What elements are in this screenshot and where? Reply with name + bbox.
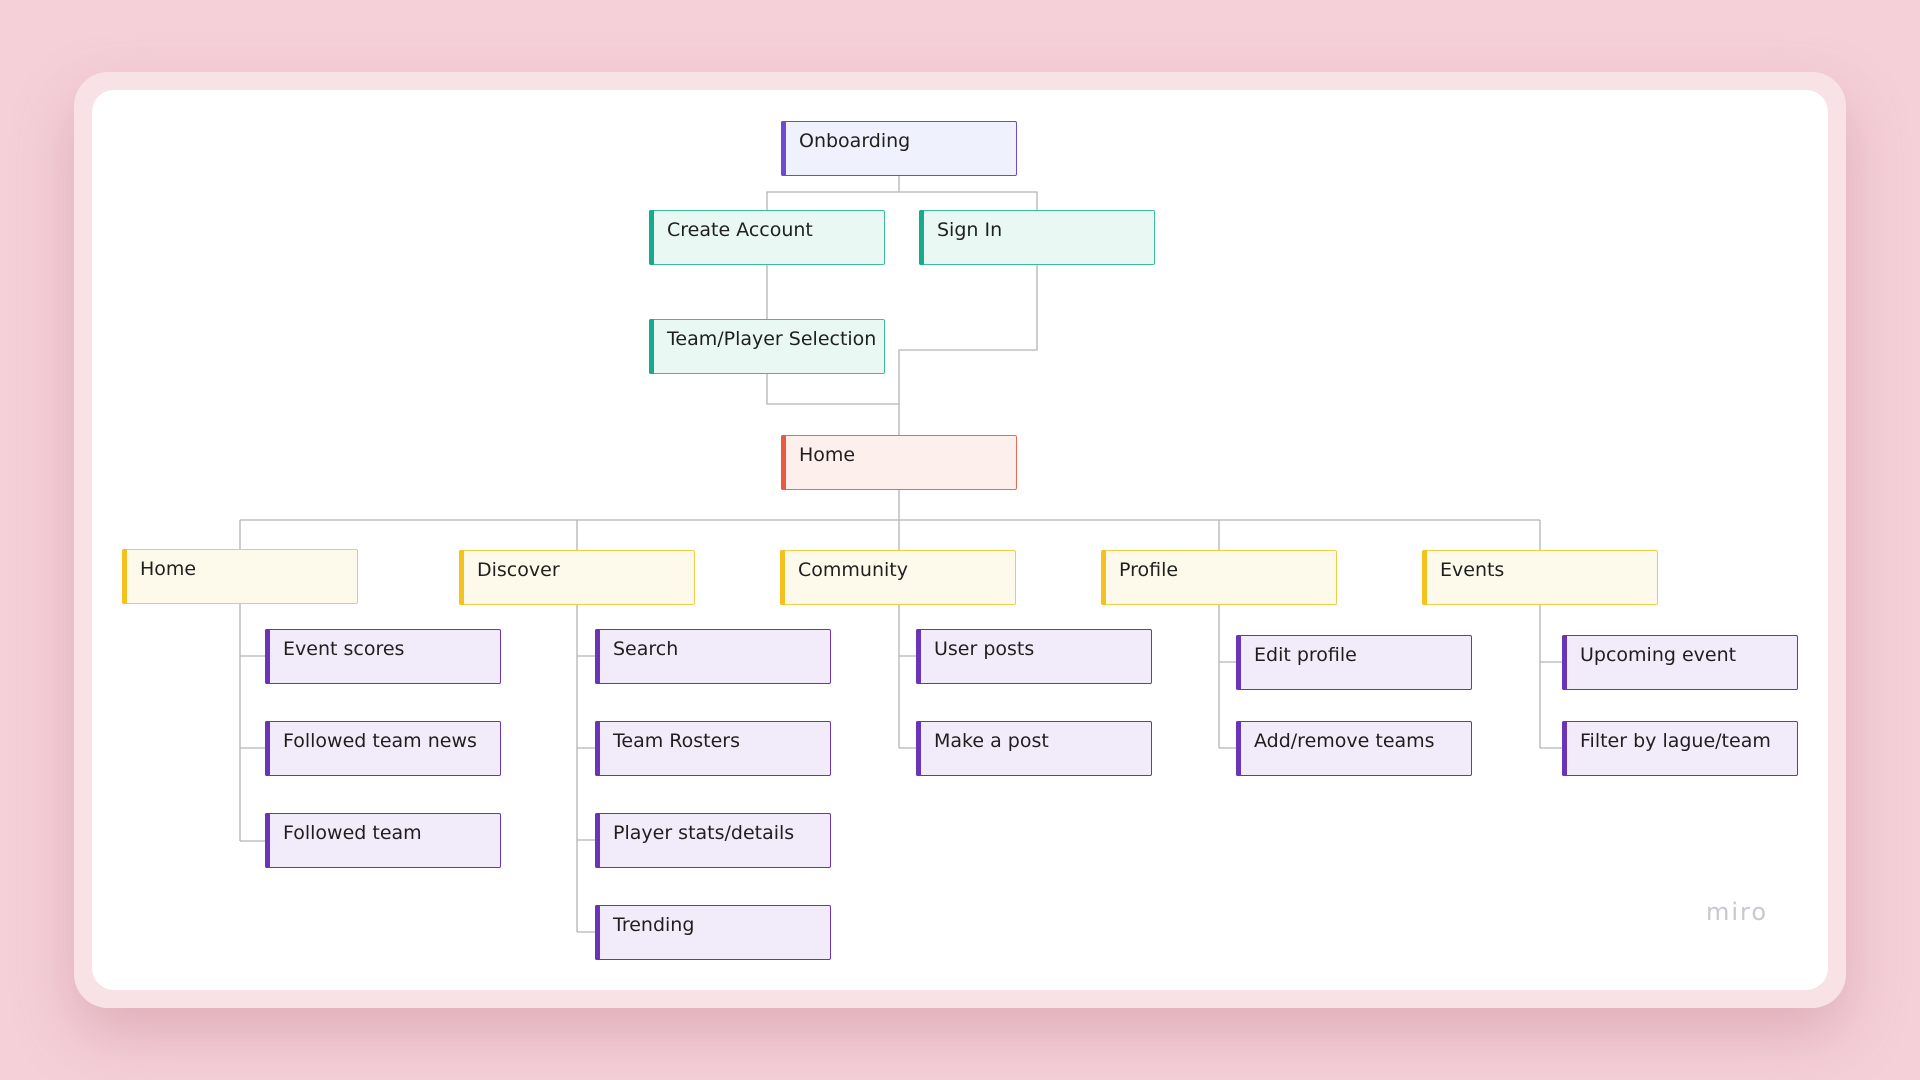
connector-sign-in-home: [898, 265, 1038, 404]
node-search[interactable]: Search: [595, 629, 831, 684]
node-add-remove-teams[interactable]: Add/remove teams: [1236, 721, 1472, 776]
node-label: Team Rosters: [613, 730, 740, 752]
node-label: Edit profile: [1254, 644, 1357, 666]
connector-lines: [239, 176, 1562, 933]
node-followed-team-news[interactable]: Followed team news: [265, 721, 501, 776]
node-make-a-post[interactable]: Make a post: [916, 721, 1152, 776]
node-user-posts[interactable]: User posts: [916, 629, 1152, 684]
node-label: Events: [1440, 559, 1505, 581]
node-label: Followed team news: [283, 730, 477, 752]
node-label: Profile: [1119, 559, 1179, 581]
node-label: Make a post: [934, 730, 1049, 752]
node-team-rosters[interactable]: Team Rosters: [595, 721, 831, 776]
node-section-profile[interactable]: Profile: [1101, 550, 1337, 605]
node-label: Community: [798, 559, 908, 581]
node-label: Trending: [613, 914, 695, 936]
node-create-account[interactable]: Create Account: [649, 210, 885, 265]
node-onboarding[interactable]: Onboarding: [781, 121, 1017, 176]
node-label: Home: [140, 558, 197, 580]
miro-logo: miro: [1706, 898, 1769, 926]
node-label: Team/Player Selection: [667, 328, 877, 350]
node-label: Sign In: [937, 219, 1003, 241]
node-section-discover[interactable]: Discover: [459, 550, 695, 605]
node-upcoming-event[interactable]: Upcoming event: [1562, 635, 1798, 690]
node-label: Search: [613, 638, 679, 660]
node-label: User posts: [934, 638, 1035, 660]
node-event-scores[interactable]: Event scores: [265, 629, 501, 684]
node-home-hub[interactable]: Home: [781, 435, 1017, 490]
node-label: Followed team: [283, 822, 422, 844]
node-edit-profile[interactable]: Edit profile: [1236, 635, 1472, 690]
node-team-player-selection[interactable]: Team/Player Selection: [649, 319, 885, 374]
node-label: Event scores: [283, 638, 405, 660]
node-label: Create Account: [667, 219, 813, 241]
node-label: Onboarding: [799, 130, 911, 152]
connector-onboarding-sign-in: [899, 191, 1038, 210]
node-label: Player stats/details: [613, 822, 795, 844]
node-sign-in[interactable]: Sign In: [919, 210, 1155, 265]
node-section-events[interactable]: Events: [1422, 550, 1658, 605]
node-followed-team[interactable]: Followed team: [265, 813, 501, 868]
node-trending[interactable]: Trending: [595, 905, 831, 960]
node-label: Discover: [477, 559, 560, 581]
node-section-home[interactable]: Home: [122, 549, 358, 604]
connector-selection-home: [766, 374, 900, 435]
node-label: Add/remove teams: [1254, 730, 1435, 752]
node-label: Filter by lague/team: [1580, 730, 1771, 752]
node-player-stats-details[interactable]: Player stats/details: [595, 813, 831, 868]
node-label: Upcoming event: [1580, 644, 1737, 666]
node-filter-by-league-team[interactable]: Filter by lague/team: [1562, 721, 1798, 776]
connector-onboarding-create-account: [766, 176, 900, 210]
miro-board[interactable]: Onboarding Create Account Sign In Team/P…: [92, 90, 1828, 990]
node-label: Home: [799, 444, 856, 466]
node-section-community[interactable]: Community: [780, 550, 1016, 605]
